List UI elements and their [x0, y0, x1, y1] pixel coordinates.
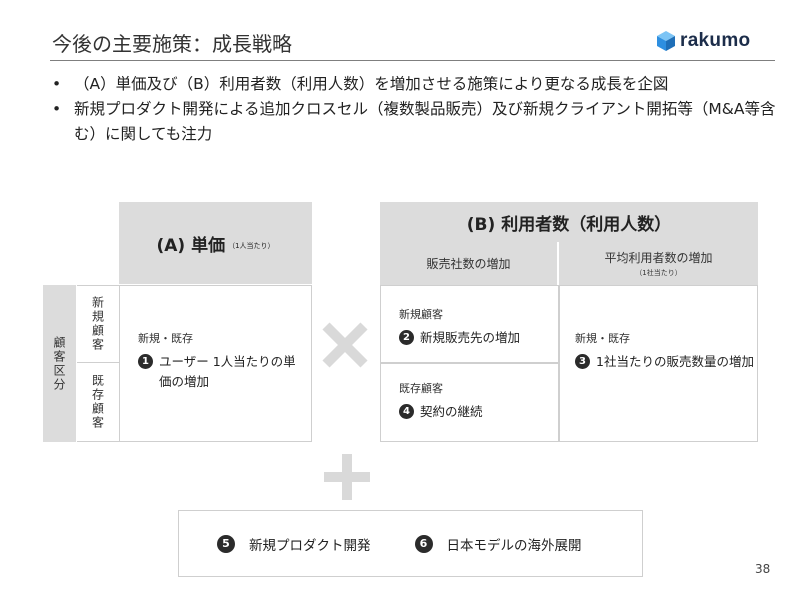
- additional-initiatives-box: 5 新規プロダクト開発 6 日本モデルの海外展開: [178, 510, 643, 577]
- row-existing-customers: 既存顧客: [77, 363, 119, 442]
- cell-category: 既存顧客: [399, 382, 443, 395]
- cell-new-sales: 新規顧客 2 新規販売先の増加: [380, 285, 559, 363]
- avg-users-title: 平均利用者数の増加: [604, 251, 713, 265]
- cell-sales-volume: 新規・既存 3 1社当たりの販売数量の増加: [559, 285, 758, 442]
- row-new-customers-text: 新規顧客: [90, 296, 105, 352]
- avg-users-header: 平均利用者数の増加 （1社当たり）: [559, 242, 758, 285]
- bullet-list: （A）単価及び（B）利用者数（利用人数）を増加させる施策により更なる成長を企図 …: [52, 72, 782, 147]
- cell-category: 新規・既存: [138, 332, 193, 345]
- unit-price-title: (A) 単価: [156, 235, 226, 256]
- number-badge: 6: [414, 534, 433, 553]
- cell-category: 新規・既存: [575, 332, 630, 345]
- cell-unit-price: 新規・既存 1 ユーザー 1人当たりの単価の増加: [119, 285, 312, 442]
- row-new-customers: 新規顧客: [77, 285, 119, 363]
- avg-users-note: （1社当たり）: [635, 269, 682, 277]
- number-badge: 4: [399, 404, 414, 419]
- user-count-title: (B) 利用者数（利用人数）: [466, 214, 672, 235]
- user-count-header: (B) 利用者数（利用人数）: [380, 202, 758, 242]
- number-badge: 3: [575, 354, 590, 369]
- number-badge: 2: [399, 330, 414, 345]
- unit-price-header: (A) 単価 （1人当たり）: [119, 202, 312, 284]
- unit-price-note: （1人当たり）: [228, 241, 275, 250]
- cell-text: 新規販売先の増加: [420, 330, 521, 345]
- initiative-text: 新規プロダクト開発: [249, 537, 371, 554]
- page-number: 38: [755, 562, 771, 576]
- page-title: 今後の主要施策：成長戦略: [52, 32, 292, 56]
- customer-segment-label: 顧客区分: [43, 285, 76, 442]
- cell-text: ユーザー 1人当たりの単価の増加: [159, 354, 296, 389]
- cell-contract-renewal: 既存顧客 4 契約の継続: [380, 363, 559, 442]
- row-existing-customers-text: 既存顧客: [90, 374, 105, 430]
- sales-companies-header: 販売社数の増加: [380, 242, 558, 285]
- cell-item: 2 新規販売先の増加: [399, 328, 558, 348]
- plus-icon: [320, 450, 374, 504]
- cell-category: 新規顧客: [399, 308, 443, 321]
- logo-text: rakumo: [680, 30, 751, 51]
- cell-item: 1 ユーザー 1人当たりの単価の増加: [138, 352, 311, 392]
- title-divider: [50, 60, 775, 61]
- initiative-item: 6 日本モデルの海外展開: [414, 534, 582, 554]
- initiative-text: 日本モデルの海外展開: [446, 537, 582, 554]
- cell-item: 4 契約の継続: [399, 402, 558, 422]
- number-badge: 5: [217, 534, 235, 553]
- cell-item: 3 1社当たりの販売数量の増加: [575, 352, 757, 372]
- initiative-item: 5 新規プロダクト開発: [217, 534, 371, 554]
- bullet-item: （A）単価及び（B）利用者数（利用人数）を増加させる施策により更なる成長を企図: [52, 72, 782, 97]
- bullet-item: 新規プロダクト開発による追加クロスセル（複数製品販売）及び新規クライアント開拓等…: [52, 97, 782, 147]
- times-icon: [318, 318, 372, 372]
- rakumo-logo: rakumo: [656, 29, 750, 53]
- customer-segment-text: 顧客区分: [52, 335, 66, 392]
- cell-text: 契約の継続: [420, 404, 483, 419]
- cell-text: 1社当たりの販売数量の増加: [596, 354, 754, 369]
- number-badge: 1: [138, 354, 153, 369]
- logo-cube-icon: [657, 31, 675, 51]
